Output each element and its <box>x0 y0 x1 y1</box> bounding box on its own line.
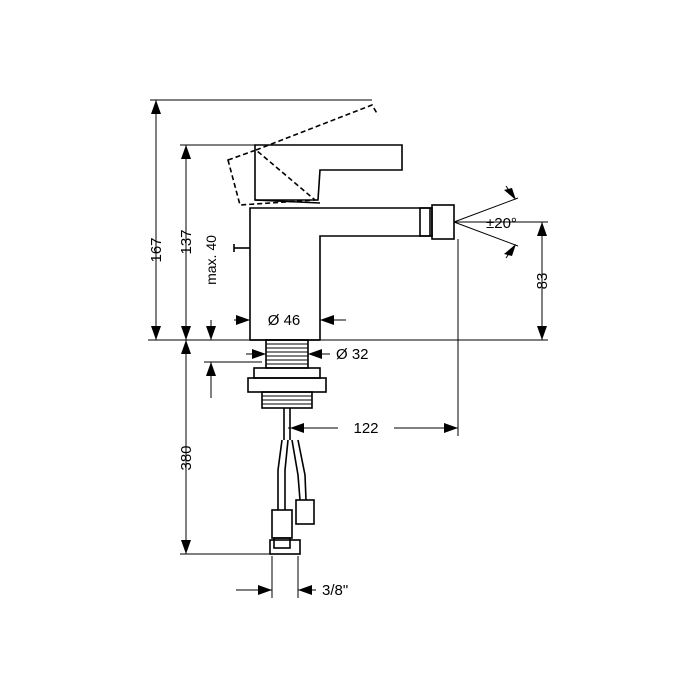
dimension-spout-height: 83 <box>454 221 551 340</box>
projection-label: 122 <box>353 420 378 437</box>
dimension-height-total: 167 <box>148 99 372 340</box>
shank-diameter-label: Ø 32 <box>336 346 369 363</box>
connection-label: 3/8" <box>322 582 348 599</box>
base-diameter-label: Ø 46 <box>268 312 301 329</box>
height-spout-label: 137 <box>178 229 195 254</box>
dimension-height-spout: 137 <box>178 144 255 340</box>
tilt-angle-label: ±20° <box>486 215 517 232</box>
dimension-max-deck: max. 40 <box>203 235 262 398</box>
dimension-tilt-angle: ±20° <box>453 185 519 259</box>
spout-height-label: 83 <box>534 273 551 290</box>
dimension-shank-diameter: Ø 32 <box>246 346 369 363</box>
supply-hoses <box>269 439 315 555</box>
max-deck-label: max. 40 <box>203 235 219 285</box>
height-total-label: 167 <box>148 237 165 262</box>
dimension-projection: 122 <box>288 239 459 437</box>
spout-aerator <box>419 204 455 240</box>
dimension-base-diameter: Ø 46 <box>234 312 346 329</box>
dimension-hose-length: 380 <box>178 340 272 555</box>
hose-length-label: 380 <box>178 445 195 470</box>
lever-open-position-outline <box>227 104 379 206</box>
dimension-connection: 3/8" <box>236 556 348 599</box>
lever-handle <box>254 144 403 204</box>
threaded-shank <box>247 339 327 440</box>
